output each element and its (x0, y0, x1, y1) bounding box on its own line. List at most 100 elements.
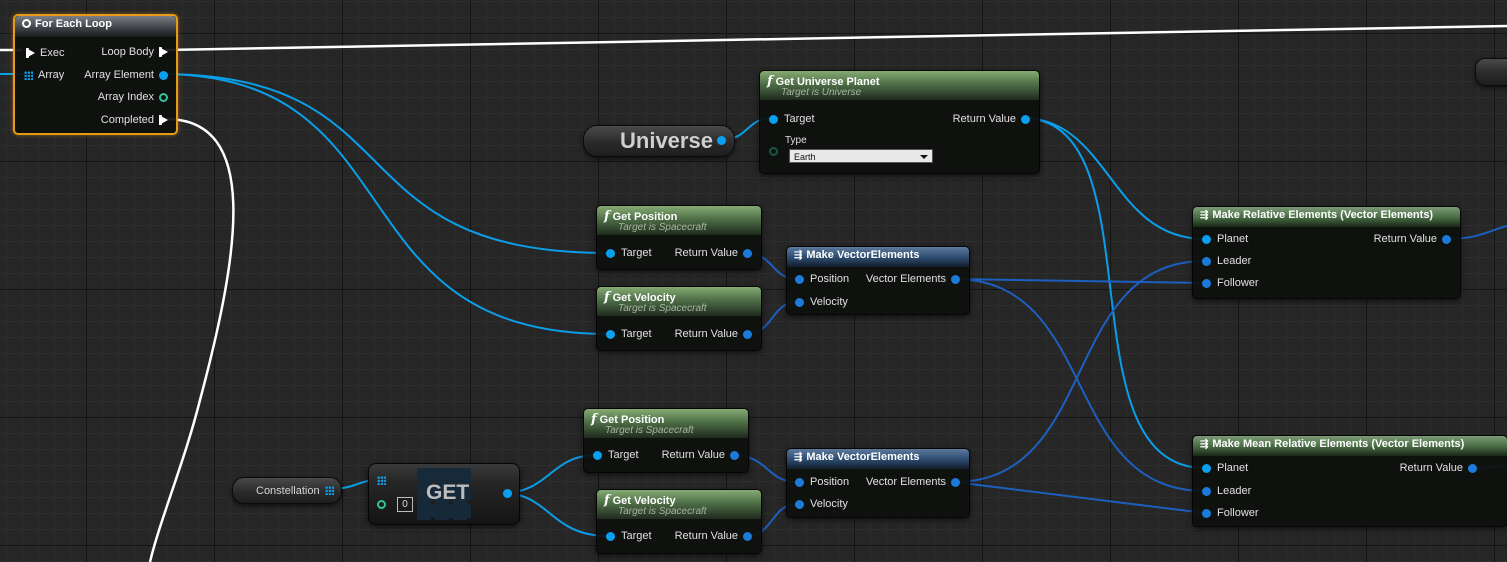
make-relative-elements-header[interactable]: ⇶Make Relative Elements (Vector Elements… (1193, 207, 1460, 227)
array-pin-icon[interactable] (377, 476, 386, 485)
pin-label-velocity: Velocity (810, 498, 848, 510)
pin-label-velocity: Velocity (810, 296, 848, 308)
pin-return-value[interactable]: Return Value (675, 530, 752, 542)
wire-element-to-getposition (159, 73, 609, 254)
pin-follower[interactable]: Follower (1202, 507, 1259, 519)
pin-loop-body[interactable]: Loop Body (101, 46, 168, 58)
pin-return-value[interactable]: Return Value (675, 247, 752, 259)
pin-planet[interactable]: Planet (1202, 462, 1248, 474)
make-vector-elements-node-2[interactable]: ⇶Make VectorElements Position Velocity V… (786, 448, 970, 518)
pin-label-target: Target (621, 328, 652, 340)
get-position-subtitle-2: Target is Spacecraft (605, 425, 694, 436)
pin-array-element[interactable]: Array Element (84, 69, 168, 81)
pin-array-in[interactable]: Array (24, 69, 64, 81)
pin-label-follower: Follower (1217, 277, 1259, 289)
universe-output-pin[interactable] (717, 136, 726, 145)
exec-wire-loop-body (164, 24, 1507, 52)
pin-label-target: Target (621, 247, 652, 259)
universe-variable-node[interactable]: Universe (583, 125, 735, 157)
make-mean-relative-elements-node[interactable]: ⇶Make Mean Relative Elements (Vector Ele… (1192, 435, 1507, 527)
struct-pin-icon (743, 329, 752, 339)
pin-completed[interactable]: Completed (101, 114, 168, 126)
function-icon: f (767, 74, 773, 89)
int-pin-icon[interactable] (377, 500, 386, 509)
pin-vector-elements[interactable]: Vector Elements (866, 273, 960, 285)
struct-pin-icon (743, 531, 752, 541)
wire-vec1-to-mean-leader (953, 278, 1206, 492)
pin-label-return: Return Value (952, 113, 1016, 125)
pin-label-planet: Planet (1217, 462, 1249, 474)
pin-exec-in[interactable]: Exec (26, 47, 64, 59)
constellation-variable-node[interactable]: Constellation (232, 477, 342, 504)
make-mean-relative-elements-header[interactable]: ⇶Make Mean Relative Elements (Vector Ele… (1193, 436, 1507, 456)
pin-leader[interactable]: Leader (1202, 485, 1251, 497)
make-relative-elements-node[interactable]: ⇶Make Relative Elements (Vector Elements… (1192, 206, 1461, 299)
get-velocity-title-2: Get Velocity (612, 495, 676, 507)
data-pin-icon[interactable] (503, 489, 512, 498)
wire-element-to-getvelocity (159, 73, 609, 335)
get-universe-planet-title: Get Universe Planet (775, 76, 880, 88)
pin-label-return: Return Value (1399, 462, 1463, 474)
exec-wire-completed (148, 117, 235, 562)
index-input[interactable]: 0 (397, 497, 413, 512)
make-vector-elements-node-1[interactable]: ⇶Make VectorElements Position Velocity V… (786, 246, 970, 315)
pin-label-vector-elements: Vector Elements (865, 476, 946, 488)
pin-target[interactable]: Target (606, 530, 652, 542)
pin-label-leader: Leader (1217, 255, 1252, 267)
pin-label-completed: Completed (100, 114, 154, 126)
pin-return-value[interactable]: Return Value (662, 449, 739, 461)
pin-follower[interactable]: Follower (1202, 277, 1259, 289)
struct-pin-icon (795, 274, 804, 284)
pin-return-value[interactable]: Return Value (1400, 462, 1477, 474)
pin-label-loop-body: Loop Body (101, 46, 154, 58)
data-pin-icon (593, 450, 602, 460)
for-each-loop-header[interactable]: For Each Loop (15, 16, 176, 37)
pin-planet[interactable]: Planet (1202, 233, 1248, 245)
get-velocity-title-1: Get Velocity (612, 292, 676, 304)
type-dropdown[interactable]: Earth (789, 149, 933, 163)
pin-target[interactable]: Target (606, 328, 652, 340)
struct-pin-icon (1202, 486, 1211, 496)
make-vector-elements-header-1[interactable]: ⇶Make VectorElements (787, 247, 969, 267)
pin-leader[interactable]: Leader (1202, 255, 1251, 267)
array-pin-icon[interactable] (325, 486, 334, 495)
pin-velocity[interactable]: Velocity (795, 296, 848, 308)
pin-position[interactable]: Position (795, 476, 849, 488)
pin-label-return: Return Value (674, 247, 738, 259)
make-vector-elements-header-2[interactable]: ⇶Make VectorElements (787, 449, 969, 469)
pin-target[interactable]: Target (606, 247, 652, 259)
array-get-node[interactable]: 0 GET (368, 463, 520, 525)
pin-vector-elements[interactable]: Vector Elements (866, 476, 960, 488)
pin-label-array-element: Array Element (84, 69, 154, 81)
pin-return-value[interactable]: Return Value (1374, 233, 1451, 245)
make-struct-icon: ⇶ (794, 452, 803, 463)
data-pin-icon (159, 70, 168, 80)
pin-label-exec: Exec (40, 47, 65, 59)
pin-label-target: Target (621, 530, 652, 542)
pin-velocity[interactable]: Velocity (795, 498, 848, 510)
get-velocity-subtitle-1: Target is Spacecraft (618, 303, 707, 314)
pin-target[interactable]: Target (769, 113, 815, 125)
data-pin-icon (769, 114, 778, 124)
struct-pin-icon (795, 297, 804, 307)
get-universe-planet-subtitle: Target is Universe (781, 87, 862, 98)
pin-return-value[interactable]: Return Value (675, 328, 752, 340)
offscreen-node[interactable] (1475, 58, 1507, 86)
data-pin-icon (1021, 114, 1030, 124)
enum-pin-icon[interactable] (769, 147, 778, 156)
pin-target[interactable]: Target (593, 449, 639, 461)
pin-position[interactable]: Position (795, 273, 849, 285)
pin-return-value[interactable]: Return Value (953, 113, 1030, 125)
for-each-loop-node[interactable]: For Each Loop Exec Array Loop Body Array… (13, 14, 178, 135)
pin-array-index[interactable]: Array Index (98, 91, 168, 103)
